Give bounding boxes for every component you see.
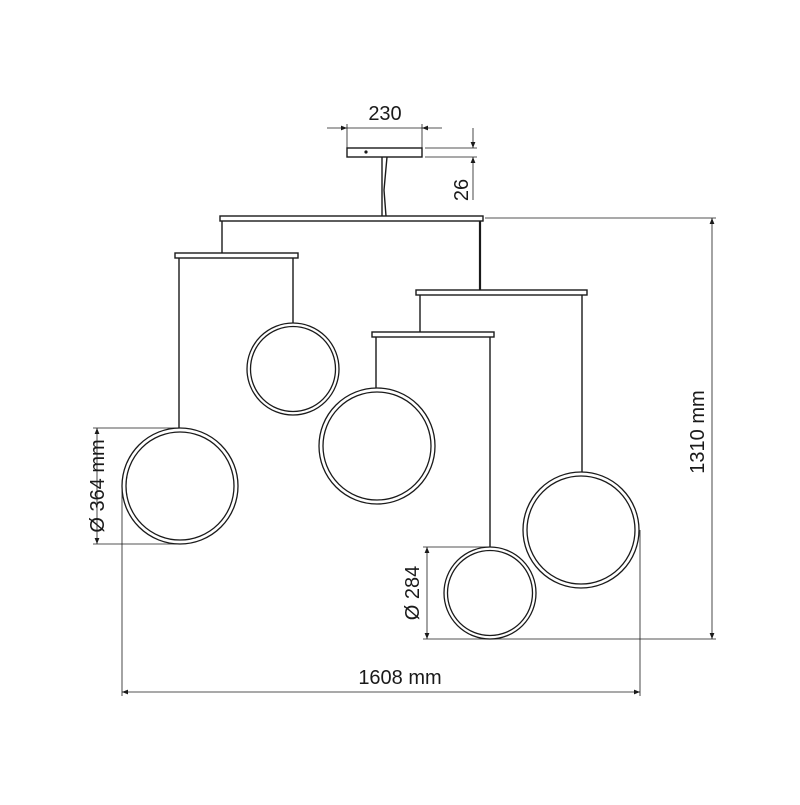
small-diameter-dimension: Ø 284 (402, 546, 490, 639)
lower-sub-bar (371, 331, 495, 338)
canopy-width-dimension: 230 (327, 103, 442, 148)
total-width-label: 1608 mm (358, 667, 441, 689)
small-diameter-label: Ø 284 (402, 566, 424, 620)
power-cable (381, 156, 388, 217)
total-height-dimension: 1310 mm (423, 217, 716, 640)
total-height-label: 1310 mm (687, 390, 709, 473)
canopy-height-label: 26 (451, 179, 473, 201)
total-width-dimension: 1608 mm (121, 490, 641, 696)
ring-large-center (318, 387, 436, 505)
left-sub-bar (174, 252, 299, 259)
canopy-screw (364, 150, 368, 154)
main-bar (219, 215, 484, 222)
ceiling-canopy (346, 147, 423, 158)
ring-large-right (522, 471, 640, 589)
ring-large-left (121, 427, 239, 545)
large-diameter-dimension: Ø 364 mm (87, 427, 180, 545)
ring-small-bottom (443, 546, 537, 640)
ring-small-top (246, 322, 340, 416)
canopy-height-dimension: 26 (425, 128, 477, 201)
large-diameter-label: Ø 364 mm (87, 439, 109, 532)
right-sub-bar (415, 289, 588, 296)
canopy-width-label: 230 (368, 103, 401, 125)
